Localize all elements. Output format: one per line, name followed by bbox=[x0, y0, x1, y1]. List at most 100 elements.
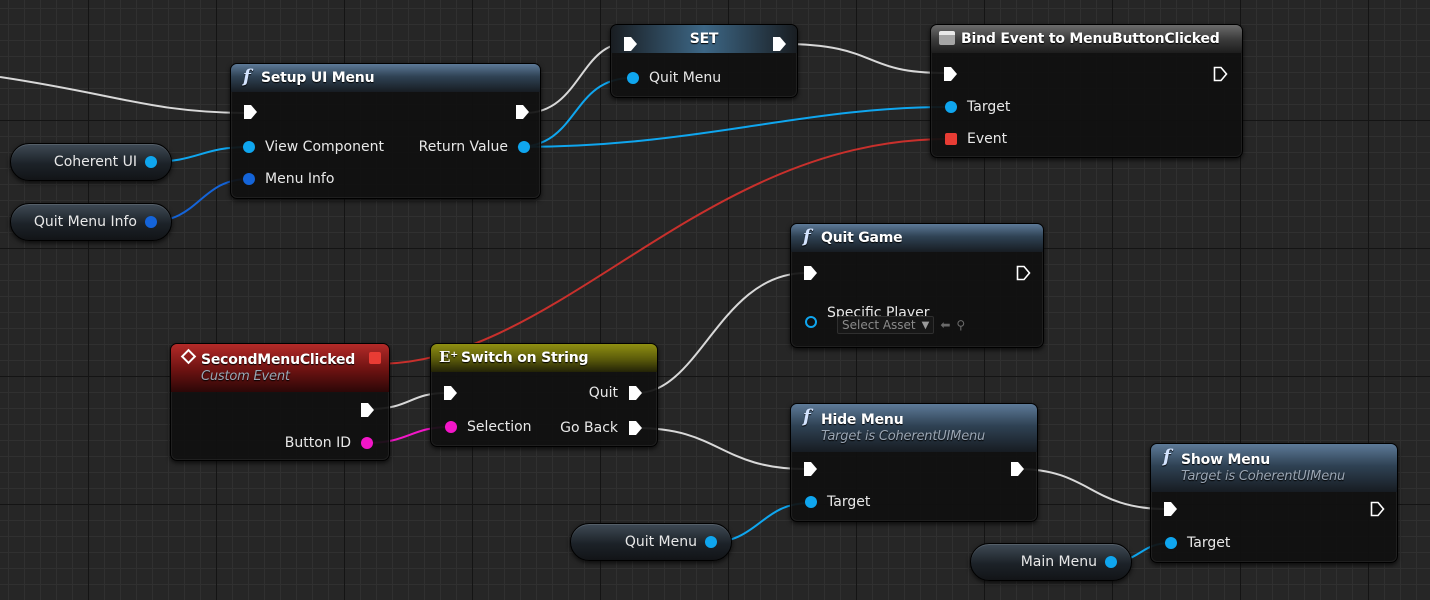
quit-menu-pin[interactable]: Quit Menu bbox=[627, 70, 721, 86]
delegate-pin-icon bbox=[945, 133, 957, 145]
exec-pin-icon bbox=[629, 386, 642, 400]
target-pin[interactable]: Target bbox=[805, 494, 870, 510]
switch-on-string-node[interactable]: E⁺ Switch on String Quit Selection Go Ba… bbox=[430, 343, 658, 447]
function-icon: f bbox=[1163, 446, 1171, 467]
node-title: SecondMenuClicked bbox=[201, 352, 356, 368]
exec-in-pin[interactable] bbox=[243, 104, 258, 120]
quit-menu-variable[interactable]: Quit Menu bbox=[570, 523, 732, 561]
object-pin-icon bbox=[243, 141, 255, 153]
function-icon: f bbox=[803, 406, 811, 427]
asset-picker[interactable]: Select Asset ▼ ⬅ ⚲ bbox=[837, 316, 965, 334]
wire-exec-quit-to-quitgame bbox=[636, 272, 807, 394]
pin-label: Menu Info bbox=[265, 171, 335, 187]
node-header[interactable]: E⁺ Switch on String bbox=[431, 344, 657, 372]
second-menu-clicked-node[interactable]: SecondMenuClicked Custom Event Button ID bbox=[170, 343, 390, 461]
object-pin-icon bbox=[805, 496, 817, 508]
return-value-pin[interactable]: Return Value bbox=[419, 139, 530, 155]
exec-pin-icon bbox=[516, 105, 529, 119]
event-diamond-icon bbox=[180, 348, 197, 365]
quit-out-pin[interactable]: Quit bbox=[589, 385, 643, 401]
exec-out-pin[interactable] bbox=[1016, 265, 1031, 281]
exec-in-pin[interactable] bbox=[1163, 501, 1178, 517]
exec-pin-icon bbox=[624, 37, 637, 51]
object-pin-icon bbox=[627, 72, 639, 84]
node-header[interactable]: f Setup UI Menu bbox=[231, 64, 540, 92]
exec-pin-outline-icon bbox=[1370, 501, 1385, 517]
pin-label: Return Value bbox=[418, 139, 508, 155]
object-pin-icon bbox=[145, 156, 157, 168]
bind-event-node[interactable]: Bind Event to MenuButtonClicked Target E… bbox=[930, 24, 1243, 158]
node-title: Show Menu bbox=[1181, 452, 1271, 468]
asset-select-label: Select Asset bbox=[842, 318, 916, 332]
exec-out-pin[interactable] bbox=[1010, 461, 1025, 477]
quit-game-node[interactable]: f Quit Game Specific Player Select Asset… bbox=[790, 223, 1044, 348]
pin-label: Event bbox=[967, 131, 1008, 147]
main-menu-variable[interactable]: Main Menu bbox=[970, 543, 1132, 581]
exec-out-pin[interactable] bbox=[1213, 66, 1228, 82]
string-pin-icon bbox=[361, 437, 373, 449]
exec-in-pin[interactable] bbox=[943, 66, 958, 82]
variable-label: Quit Menu bbox=[624, 534, 697, 550]
selection-pin[interactable]: Selection bbox=[445, 419, 532, 435]
node-title: Quit Game bbox=[821, 230, 903, 246]
exec-in-pin[interactable] bbox=[803, 461, 818, 477]
node-header[interactable]: SecondMenuClicked Custom Event bbox=[171, 344, 389, 392]
menu-info-pin[interactable]: Menu Info bbox=[243, 171, 334, 187]
wire-exec-hide-to-show bbox=[1017, 468, 1167, 510]
pin-label: Target bbox=[827, 494, 871, 510]
chevron-down-icon: ▼ bbox=[921, 319, 930, 331]
exec-pin-icon bbox=[1164, 502, 1177, 516]
string-pin-icon bbox=[445, 421, 457, 433]
set-node[interactable]: SET Quit Menu bbox=[610, 24, 798, 98]
target-pin[interactable]: Target bbox=[945, 99, 1010, 115]
function-icon: f bbox=[243, 66, 251, 87]
exec-pin-icon bbox=[1011, 462, 1024, 476]
wire-return-to-bind-target bbox=[516, 106, 949, 148]
variable-label: Main Menu bbox=[1020, 554, 1097, 570]
exec-pin-icon bbox=[804, 266, 817, 280]
exec-out-pin[interactable] bbox=[515, 104, 530, 120]
pin-label: Go Back bbox=[560, 420, 618, 436]
use-selected-arrow-icon[interactable]: ⬅ bbox=[940, 318, 951, 332]
exec-out-pin[interactable] bbox=[1370, 501, 1385, 517]
exec-out-pin[interactable] bbox=[360, 402, 375, 418]
pin-label: Button ID bbox=[284, 435, 351, 451]
node-subtitle: Target is CoherentUIMenu bbox=[1181, 469, 1346, 484]
go-back-out-pin[interactable]: Go Back bbox=[560, 420, 643, 436]
node-header[interactable]: Bind Event to MenuButtonClicked bbox=[931, 25, 1242, 53]
pin-label: Quit Menu bbox=[649, 70, 722, 86]
node-title: Setup UI Menu bbox=[261, 70, 375, 86]
target-pin[interactable]: Target bbox=[1165, 535, 1230, 551]
browse-search-icon[interactable]: ⚲ bbox=[956, 318, 966, 332]
exec-in-pin[interactable] bbox=[443, 385, 458, 401]
exec-in-pin[interactable] bbox=[623, 36, 638, 52]
quit-menu-info-variable[interactable]: Quit Menu Info bbox=[10, 203, 172, 241]
variable-label: Coherent UI bbox=[53, 154, 137, 170]
exec-out-pin[interactable] bbox=[772, 36, 787, 52]
hide-menu-node[interactable]: f Hide Menu Target is CoherentUIMenu Tar… bbox=[790, 403, 1038, 522]
select-asset-dropdown[interactable]: Select Asset ▼ bbox=[837, 316, 935, 334]
setup-ui-menu-node[interactable]: f Setup UI Menu View Component Return Va… bbox=[230, 63, 541, 199]
object-pin-icon bbox=[705, 536, 717, 548]
delegate-out-pin-icon[interactable] bbox=[369, 352, 381, 364]
show-menu-node[interactable]: f Show Menu Target is CoherentUIMenu Tar… bbox=[1150, 443, 1398, 563]
object-pin-icon bbox=[945, 101, 957, 113]
node-header[interactable]: f Quit Game bbox=[791, 224, 1043, 252]
node-header[interactable]: f Hide Menu Target is CoherentUIMenu bbox=[791, 404, 1037, 452]
exec-pin-icon bbox=[444, 386, 457, 400]
button-id-pin[interactable]: Button ID bbox=[285, 435, 373, 451]
exec-in-pin[interactable] bbox=[803, 265, 818, 281]
pin-label: Target bbox=[967, 99, 1011, 115]
view-component-pin[interactable]: View Component bbox=[243, 139, 384, 155]
switch-icon: E⁺ bbox=[439, 348, 458, 366]
event-pin[interactable]: Event bbox=[945, 131, 1007, 147]
pin-label: View Component bbox=[265, 139, 384, 155]
node-header[interactable]: f Show Menu Target is CoherentUIMenu bbox=[1151, 444, 1397, 492]
struct-pin-icon bbox=[145, 216, 157, 228]
node-header[interactable]: SET bbox=[611, 25, 797, 53]
node-title: Hide Menu bbox=[821, 412, 904, 428]
node-title: Switch on String bbox=[461, 350, 589, 366]
object-pin-icon bbox=[1105, 556, 1117, 568]
coherent-ui-variable[interactable]: Coherent UI bbox=[10, 143, 172, 181]
exec-pin-icon bbox=[773, 37, 786, 51]
